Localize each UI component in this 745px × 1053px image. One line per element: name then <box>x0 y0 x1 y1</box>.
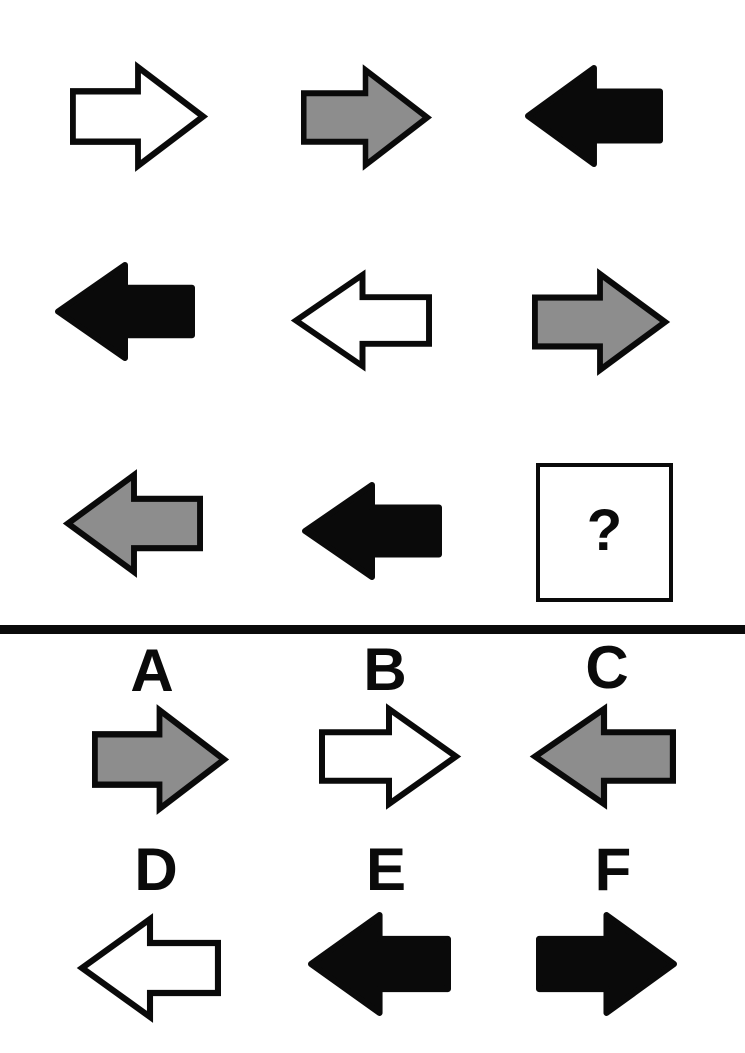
puzzle-arrow-r2c3-gray-right-shape <box>532 268 671 376</box>
puzzle-arrow-r3c2-black-left <box>302 482 442 580</box>
option-arrow-D-white-left[interactable] <box>76 913 221 1023</box>
puzzle-arrow-r1c2-gray-right-shape <box>301 64 433 171</box>
option-arrow-F-black-right-shape[interactable] <box>536 912 677 1016</box>
option-arrow-B-white-right[interactable] <box>319 703 462 810</box>
option-arrow-A-gray-right-shape[interactable] <box>92 704 230 815</box>
puzzle-arrow-r1c3-black-left <box>524 65 663 167</box>
puzzle-arrow-r1c3-black-left-shape <box>524 65 663 167</box>
option-arrow-B-white-right-shape[interactable] <box>319 703 462 810</box>
option-label-B[interactable]: B <box>363 636 407 703</box>
option-arrow-E-black-left[interactable] <box>308 912 451 1016</box>
puzzle-arrow-r2c2-white-left <box>290 269 432 372</box>
option-arrow-C-gray-left[interactable] <box>529 703 676 810</box>
question-box: ? <box>536 463 673 602</box>
puzzle-arrow-r3c1-gray-left-shape <box>62 469 203 578</box>
option-arrow-A-gray-right[interactable] <box>92 704 230 815</box>
option-label-F[interactable]: F <box>594 836 632 903</box>
puzzle-arrow-r3c1-gray-left <box>62 469 203 578</box>
option-label-D[interactable]: D <box>134 836 178 903</box>
puzzle-arrow-r1c1-white-right <box>70 61 209 172</box>
puzzle-arrow-r2c3-gray-right <box>532 268 671 376</box>
option-label-C[interactable]: C <box>585 634 629 701</box>
option-arrow-D-white-left-shape[interactable] <box>76 913 221 1023</box>
option-arrow-E-black-left-shape[interactable] <box>308 912 451 1016</box>
divider-line <box>0 625 745 634</box>
puzzle-arrow-r3c2-black-left-shape <box>302 482 442 580</box>
puzzle-arrow-r2c2-white-left-shape <box>290 269 432 372</box>
puzzle-arrow-r2c1-black-left-shape <box>55 262 195 361</box>
option-arrow-C-gray-left-shape[interactable] <box>529 703 676 810</box>
option-arrow-F-black-right[interactable] <box>536 912 677 1016</box>
option-label-E[interactable]: E <box>365 836 407 903</box>
puzzle-arrow-r2c1-black-left <box>55 262 195 361</box>
puzzle-arrow-r1c1-white-right-shape <box>70 61 209 172</box>
option-label-A[interactable]: A <box>130 637 174 704</box>
question-mark: ? <box>586 497 623 563</box>
puzzle-arrow-r1c2-gray-right <box>301 64 433 171</box>
